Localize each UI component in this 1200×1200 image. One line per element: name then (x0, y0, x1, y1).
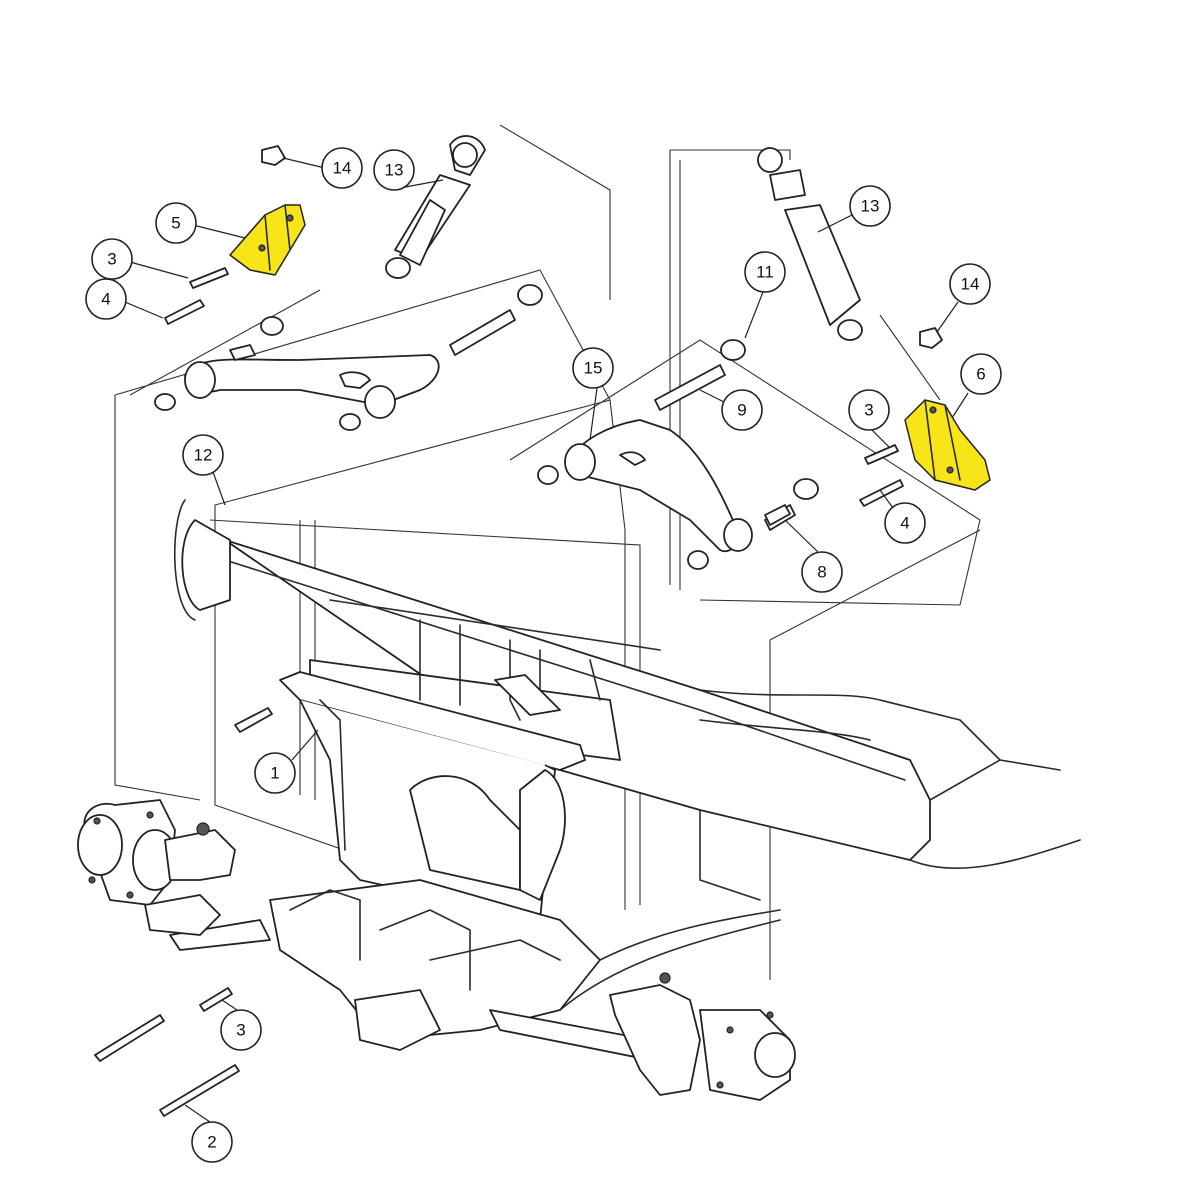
callout-2: 2 (191, 1121, 233, 1163)
callout-12: 12 (182, 434, 224, 476)
callout-3-left: 3 (91, 238, 133, 280)
callout-14-left: 14 (321, 147, 363, 189)
left-a-arm (154, 284, 543, 431)
callout-label: 8 (817, 563, 826, 582)
left-wheel-hub (77, 799, 236, 936)
left-shock-absorber (385, 135, 486, 279)
callout-13-right: 13 (849, 185, 891, 227)
callout-9: 9 (721, 389, 763, 431)
left-shock-bracket-highlighted (229, 204, 306, 276)
callout-label: 14 (961, 275, 980, 294)
callout-4-left: 4 (85, 278, 127, 320)
callout-15: 15 (572, 347, 614, 389)
callout-label: 2 (207, 1133, 216, 1152)
callout-label: 9 (737, 401, 746, 420)
right-wheel-hub (609, 972, 796, 1101)
callout-label: 3 (864, 401, 873, 420)
right-a-arm (537, 339, 819, 570)
callout-3-right: 3 (848, 389, 890, 431)
callout-label: 3 (236, 1021, 245, 1040)
callout-11: 11 (744, 251, 786, 293)
callout-14-right: 14 (949, 263, 991, 305)
callout-label: 5 (171, 214, 180, 233)
vehicle-frame (169, 499, 1081, 1061)
callout-label: 1 (270, 764, 279, 783)
callout-label: 11 (756, 263, 774, 282)
callout-5: 5 (155, 202, 197, 244)
callout-label: 13 (385, 161, 404, 180)
callout-1: 1 (254, 752, 296, 794)
callout-label: 4 (101, 290, 110, 309)
callout-label: 4 (900, 514, 909, 533)
callout-label: 3 (107, 250, 116, 269)
callout-label: 15 (584, 359, 603, 378)
callout-label: 14 (333, 159, 352, 178)
callout-label: 12 (194, 446, 213, 465)
callout-3-bottom: 3 (220, 1009, 262, 1051)
bracket-6-shape (904, 399, 991, 491)
leader-lines (124, 157, 969, 1123)
right-shock-bracket-highlighted (904, 399, 991, 491)
callout-13-left: 13 (373, 149, 415, 191)
callout-6: 6 (960, 353, 1002, 395)
right-shock-absorber (757, 147, 863, 341)
callout-4-right: 4 (884, 502, 926, 544)
callout-label: 6 (976, 365, 985, 384)
callouts: 14 13 5 3 4 13 11 14 (85, 147, 1002, 1163)
callout-label: 13 (861, 197, 880, 216)
callout-8: 8 (801, 551, 843, 593)
